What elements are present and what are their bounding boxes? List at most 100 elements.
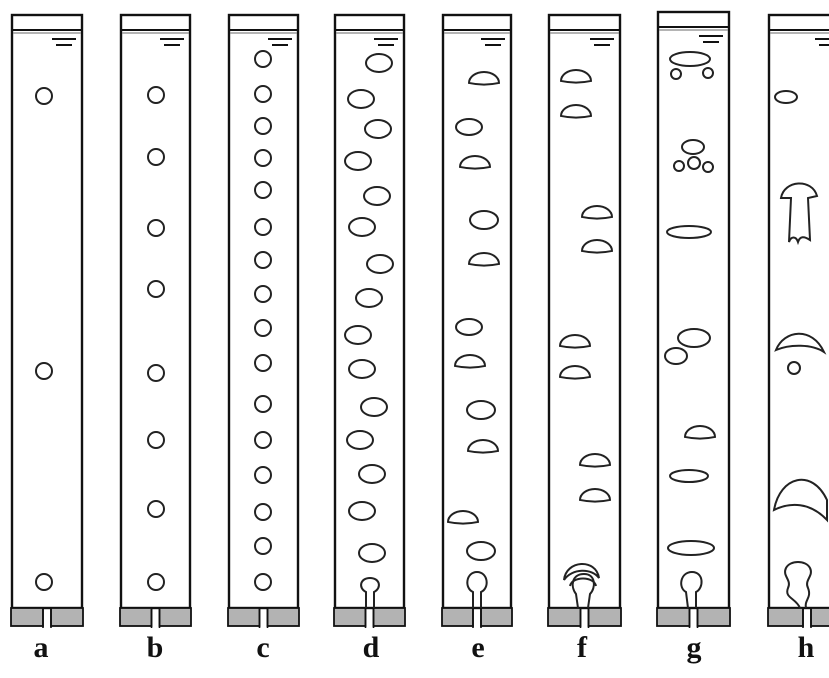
large-cap-bubble bbox=[774, 480, 827, 520]
bubble bbox=[148, 220, 164, 236]
cap-bubble bbox=[582, 206, 612, 219]
column-a bbox=[11, 15, 83, 628]
bubble bbox=[347, 431, 373, 449]
bubble bbox=[356, 289, 382, 307]
bubble bbox=[255, 86, 271, 102]
bubble bbox=[365, 120, 391, 138]
cap-bubble bbox=[448, 511, 478, 524]
bubble bbox=[359, 465, 385, 483]
cap-bubble bbox=[468, 440, 498, 453]
base-plate-left bbox=[120, 608, 152, 626]
base-plate-right bbox=[51, 608, 83, 626]
bubble bbox=[255, 320, 271, 336]
bubble bbox=[670, 52, 710, 66]
bubble bbox=[678, 329, 710, 347]
panel-label-g: g bbox=[674, 628, 714, 668]
bubble bbox=[467, 401, 495, 419]
forming-bubble bbox=[785, 562, 811, 608]
bubble bbox=[148, 501, 164, 517]
bubble bbox=[349, 502, 375, 520]
cap-bubble bbox=[460, 156, 490, 169]
bubble bbox=[255, 219, 271, 235]
base-plate-left bbox=[442, 608, 473, 626]
bubble bbox=[255, 355, 271, 371]
bubble bbox=[456, 119, 482, 135]
bubble bbox=[688, 157, 700, 169]
bubble bbox=[255, 467, 271, 483]
bubble bbox=[148, 365, 164, 381]
bubble bbox=[470, 211, 498, 229]
base-plate-right bbox=[268, 608, 300, 626]
panel-label-b: b bbox=[135, 628, 175, 668]
columns-group bbox=[11, 12, 829, 628]
bubble bbox=[36, 574, 52, 590]
column-h bbox=[768, 15, 829, 628]
cap-bubble bbox=[582, 240, 612, 253]
bubble bbox=[348, 90, 374, 108]
bubble bbox=[671, 69, 681, 79]
cap-bubble bbox=[560, 335, 590, 348]
panel-label-d: d bbox=[351, 628, 391, 668]
column-c bbox=[228, 15, 299, 628]
bubble bbox=[148, 149, 164, 165]
column-d bbox=[334, 15, 405, 628]
bubble bbox=[364, 187, 390, 205]
bubble bbox=[703, 68, 713, 78]
base-plate-left bbox=[657, 608, 690, 626]
bubble bbox=[255, 150, 271, 166]
bubble bbox=[148, 281, 164, 297]
bubble bbox=[349, 218, 375, 236]
skirted-bubble bbox=[781, 183, 817, 242]
bubble bbox=[255, 432, 271, 448]
bubble bbox=[36, 88, 52, 104]
bubble bbox=[255, 286, 271, 302]
column-f bbox=[548, 15, 621, 628]
bubble bbox=[255, 51, 271, 67]
bubble bbox=[255, 504, 271, 520]
column-wall bbox=[658, 12, 729, 608]
bubble bbox=[255, 118, 271, 134]
cap-bubble bbox=[580, 454, 610, 467]
bubble bbox=[255, 538, 271, 554]
column-wall bbox=[549, 15, 620, 608]
cap-bubble bbox=[561, 70, 591, 83]
bubble bbox=[366, 54, 392, 72]
forming-bubble bbox=[681, 572, 701, 608]
panel-label-c: c bbox=[243, 628, 283, 668]
bubble bbox=[775, 91, 797, 103]
bubble bbox=[682, 140, 704, 154]
bubble bbox=[788, 362, 800, 374]
panel-label-f: f bbox=[562, 628, 602, 668]
base-plate-right bbox=[160, 608, 192, 626]
cap-bubble bbox=[561, 105, 591, 118]
bubble bbox=[255, 396, 271, 412]
forming-bubble bbox=[467, 572, 486, 608]
base-plate-right bbox=[698, 608, 731, 626]
bubble bbox=[349, 360, 375, 378]
bubble bbox=[367, 255, 393, 273]
cap-bubble bbox=[469, 72, 499, 85]
panel-label-h: h bbox=[786, 628, 826, 668]
cap-bubble bbox=[776, 334, 824, 352]
bubble bbox=[255, 252, 271, 268]
base-plate-left bbox=[228, 608, 260, 626]
bubble bbox=[667, 226, 711, 238]
bubble bbox=[345, 326, 371, 344]
bubble bbox=[36, 363, 52, 379]
base-plate-left bbox=[334, 608, 366, 626]
base-plate-left bbox=[548, 608, 581, 626]
bubble bbox=[703, 162, 713, 172]
cap-bubble bbox=[469, 253, 499, 266]
bubble bbox=[456, 319, 482, 335]
column-g bbox=[657, 12, 730, 628]
bubble bbox=[674, 161, 684, 171]
bubble bbox=[345, 152, 371, 170]
bubble bbox=[665, 348, 687, 364]
cap-bubble bbox=[560, 366, 590, 379]
panel-label-e: e bbox=[458, 628, 498, 668]
bubble bbox=[255, 574, 271, 590]
column-wall bbox=[769, 15, 829, 608]
cap-bubble bbox=[685, 426, 715, 439]
bubble bbox=[670, 470, 708, 482]
